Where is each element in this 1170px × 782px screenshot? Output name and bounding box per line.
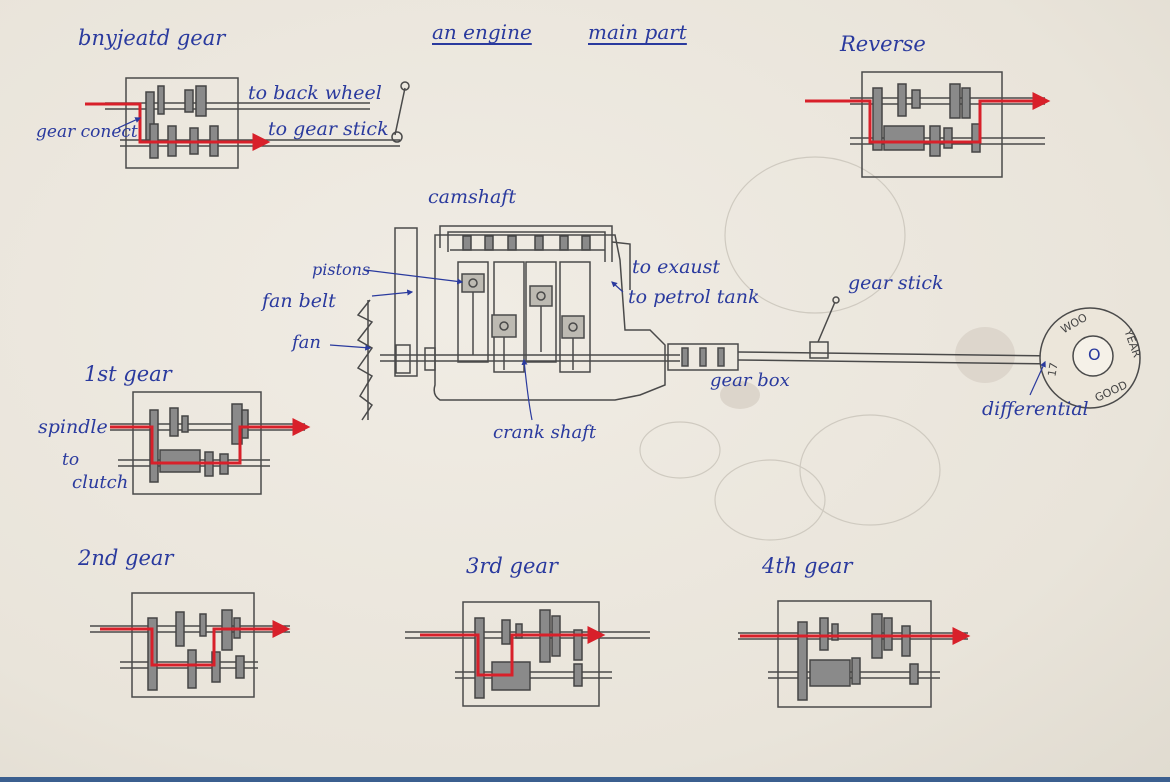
tyre-center-letter: O	[1088, 345, 1101, 364]
label-differential: differential	[982, 398, 1089, 420]
label-third-gear: 3rd gear	[466, 554, 558, 578]
label-first-gear: 1st gear	[84, 362, 172, 386]
label-neutral-gear: bnyjeatd gear	[78, 26, 226, 50]
label-clutch: clutch	[72, 472, 129, 493]
label-gear-conect: gear conect	[36, 122, 138, 142]
tyre-wheel	[1039, 307, 1141, 409]
third-power-path	[420, 626, 606, 677]
gearbox-reverse	[850, 71, 1045, 178]
label-to-exaust: to exaust	[632, 256, 721, 278]
label-pistons: pistons	[312, 260, 371, 279]
tyre-text-17: 17	[1045, 361, 1061, 378]
gearbox-second	[90, 592, 290, 698]
gearbox-first	[110, 391, 305, 495]
gearbox-third	[405, 601, 650, 707]
label-crank-shaft: crank shaft	[493, 422, 597, 443]
label-gear-box: gear box	[710, 370, 790, 391]
label-main-part: main part	[588, 20, 687, 44]
label-to-gear-stick: to gear stick	[268, 118, 389, 140]
label-to: to	[62, 450, 80, 470]
label-fan: fan	[292, 332, 321, 353]
reverse-power-path	[805, 92, 1051, 144]
neutral-power-path	[85, 102, 271, 151]
second-power-path	[100, 620, 291, 667]
label-leader-lines	[117, 117, 1046, 421]
label-spindle: spindle	[38, 416, 108, 438]
gearbox-fourth	[738, 600, 968, 708]
first-power-path	[110, 418, 311, 465]
label-gear-stick: gear stick	[848, 272, 944, 294]
label-reverse: Reverse	[840, 32, 926, 56]
scan-bottom-edge	[0, 777, 1170, 782]
label-to-petrol-tank: to petrol tank	[628, 286, 760, 308]
label-second-gear: 2nd gear	[78, 546, 174, 570]
label-camshaft: camshaft	[428, 186, 516, 208]
label-fourth-gear: 4th gear	[762, 554, 853, 578]
label-an-engine: an engine	[432, 20, 532, 44]
engine-drawing	[356, 225, 1091, 421]
label-to-back-wheel: to back wheel	[248, 82, 382, 104]
label-fan-belt: fan belt	[262, 290, 336, 312]
